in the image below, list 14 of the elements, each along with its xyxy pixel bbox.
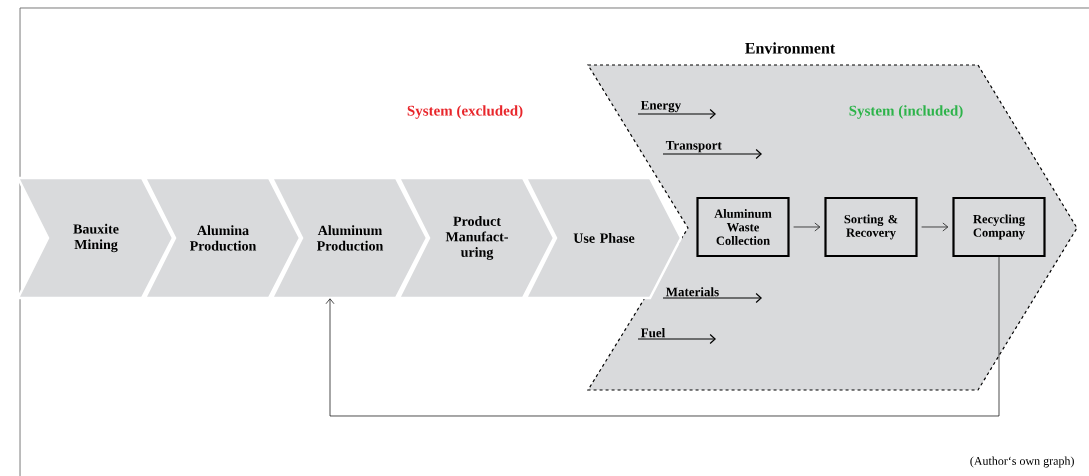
process-step: Alumina Production [143,176,302,300]
process-box: Sorting & Recovery [824,196,918,258]
arrow [325,256,1000,417]
system-label: System (included) [849,105,963,119]
process-step: Aluminum Production [270,176,429,300]
caption: (Author‘s own graph) [970,456,1074,468]
arrow [921,222,949,232]
arrow [793,222,821,232]
process-step: Product Manufact- uring [397,176,556,300]
process-step: Bauxite Mining [16,176,175,300]
process-box: Aluminum Waste Collection [696,196,790,258]
system-label: System (excluded) [407,105,523,119]
heading: Environment [745,42,836,54]
process-box: Recycling Company [952,196,1046,258]
